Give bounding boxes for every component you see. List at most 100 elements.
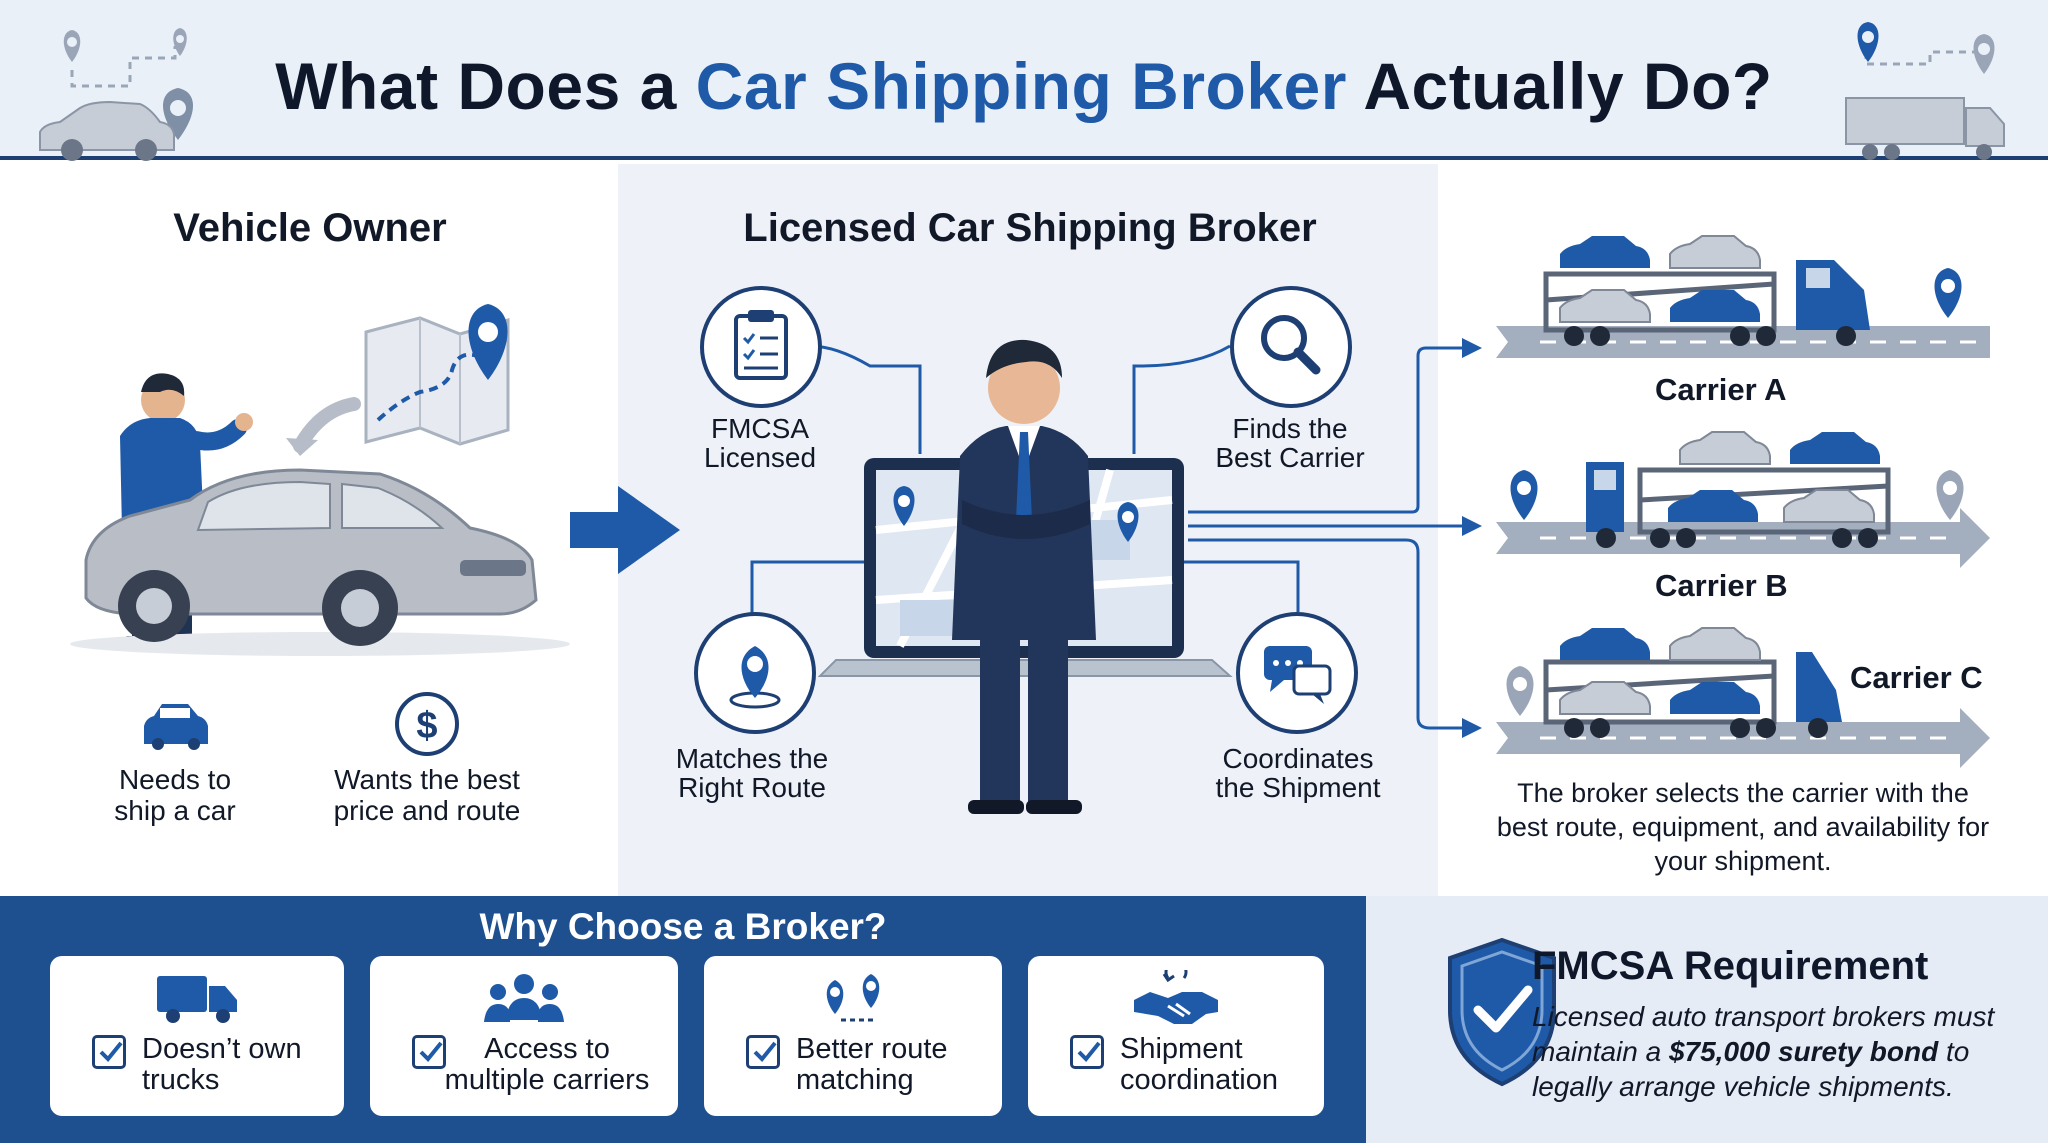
checkbox-checked [412, 1035, 446, 1069]
title-accent: Car Shipping Broker [695, 49, 1347, 123]
broker-heading: Licensed Car Shipping Broker [743, 206, 1317, 250]
svg-text:$: $ [416, 705, 437, 747]
fmcsa-requirement-title: FMCSA Requirement [1532, 944, 1929, 988]
checkbox-checked [92, 1035, 126, 1069]
connector-line [1178, 560, 1300, 612]
car-carrier-truck-icon [1543, 235, 1870, 346]
why-card-text: Doesn’t own trucks [142, 1034, 328, 1096]
fmcsa-text-part-2: to legally arrange vehicle shipments. [1532, 1036, 1970, 1102]
car-icon [39, 100, 175, 161]
carrier-a-label: Carrier A [1655, 372, 1787, 407]
surety-bond-amount: $75,000 surety bond [1668, 1036, 1939, 1067]
why-card-text: Shipment coordination [1120, 1034, 1308, 1096]
arrow-head [286, 438, 318, 456]
why-card: Shipment coordination [1028, 956, 1324, 1116]
map-pin-icon [1857, 22, 1879, 62]
connector-line [1188, 538, 1470, 730]
map-pin-icon [468, 304, 508, 380]
checkmark-icon [99, 1041, 123, 1062]
route-circle [694, 612, 816, 734]
owner-want-line-2: price and route [333, 795, 521, 826]
broker-person [952, 339, 1096, 814]
clipboard-icon [734, 310, 788, 380]
title-part-1: What Does a [275, 49, 696, 123]
map-pin-icon [1510, 470, 1538, 520]
carrier-c-label: Carrier C [1850, 660, 1983, 695]
page-title: What Does a Car Shipping Broker Actually… [0, 48, 2048, 124]
fmcsa-requirement-text: Licensed auto transport brokers must mai… [1532, 999, 2032, 1104]
finds-line-1: Finds the [1232, 413, 1348, 444]
owner-need-line-2: ship a car [114, 795, 236, 826]
handshake-icon [1134, 970, 1218, 1024]
route-label: Matches the Right Route [646, 744, 858, 802]
arrow-head [1462, 718, 1482, 738]
arrow-head [1462, 516, 1482, 536]
route-pins-icon [826, 974, 880, 1022]
map-pin-icon [729, 646, 781, 709]
header-banner [0, 0, 2048, 160]
why-card: Access to multiple carriers [370, 956, 678, 1116]
map-pin-icon [173, 28, 187, 56]
coord-circle [1236, 612, 1358, 734]
why-broker-title: Why Choose a Broker? [479, 906, 887, 947]
checkbox-checked [1070, 1035, 1104, 1069]
fmcsa-line-1: FMCSA [711, 413, 809, 444]
main-illustrations: $ [70, 235, 1990, 814]
owner-want-label: Wants the best price and route [312, 764, 542, 826]
people-icon [484, 974, 564, 1022]
route-line-1: Matches the [675, 743, 829, 774]
why-card-line-2: matching [796, 1064, 914, 1096]
map-pin-icon [63, 30, 81, 62]
coord-line-1: Coordinates [1222, 743, 1374, 774]
connector-line [750, 560, 880, 618]
chat-bubbles-icon [1264, 646, 1332, 704]
coord-line-2: the Shipment [1215, 772, 1381, 803]
why-card: Better route matching [704, 956, 1002, 1116]
why-card-text: Access to multiple carriers [432, 1034, 662, 1096]
sedan-car-icon [70, 468, 570, 656]
why-card-line-2: trucks [142, 1064, 220, 1096]
owner-want-line-1: Wants the best [334, 764, 520, 795]
road [1496, 708, 1990, 768]
map-pin-icon [1934, 268, 1962, 318]
why-card-line-1: Better route [796, 1033, 948, 1065]
checkmark-icon [419, 1041, 443, 1062]
map-pin-icon [1973, 34, 1995, 74]
why-card-line-1: Doesn’t own [142, 1033, 302, 1065]
why-card-line-1: Access to [484, 1033, 610, 1065]
fmcsa-circle [700, 286, 822, 408]
car-carrier-truck-icon [1586, 431, 1891, 548]
finds-label: Finds the Best Carrier [1190, 414, 1390, 472]
checkmark-icon [1077, 1041, 1101, 1062]
checkbox-checked [746, 1035, 780, 1069]
magnifier-icon [1261, 315, 1321, 375]
truck-icon [157, 976, 237, 1023]
why-card-line-2: coordination [1120, 1064, 1278, 1096]
why-card-text: Better route matching [796, 1034, 986, 1096]
title-part-2: Actually Do? [1346, 49, 1773, 123]
truck-icon [1845, 97, 2005, 160]
car-carrier-truck-icon [1543, 627, 1842, 738]
map-pin-icon [1936, 470, 1964, 520]
finds-circle [1230, 286, 1352, 408]
broker-selection-note: The broker selects the carrier with the … [1496, 778, 1990, 876]
why-card-line-2: multiple carriers [444, 1064, 650, 1096]
connector-line [1188, 346, 1470, 514]
arrow-head [1462, 338, 1482, 358]
why-card-line-1: Shipment [1120, 1033, 1243, 1065]
owner-need-label: Needs to ship a car [80, 764, 270, 826]
carrier-b-label: Carrier B [1655, 568, 1788, 603]
checkmark-icon [753, 1041, 777, 1062]
why-card: Doesn’t own trucks [50, 956, 344, 1116]
route-line-2: Right Route [678, 772, 826, 803]
dollar-coin-icon: $ [395, 692, 459, 756]
fmcsa-line-2: Licensed [703, 442, 817, 473]
fmcsa-text-part-1: Licensed auto transport brokers must mai… [1532, 1001, 1995, 1067]
finds-line-2: Best Carrier [1215, 442, 1365, 473]
car-icon [144, 704, 208, 750]
coord-label: Coordinates the Shipment [1190, 744, 1406, 802]
fmcsa-label: FMCSA Licensed [660, 414, 860, 472]
map-pin-icon [1506, 666, 1534, 716]
owner-heading: Vehicle Owner [173, 206, 447, 250]
header-decorations [39, 22, 2005, 161]
